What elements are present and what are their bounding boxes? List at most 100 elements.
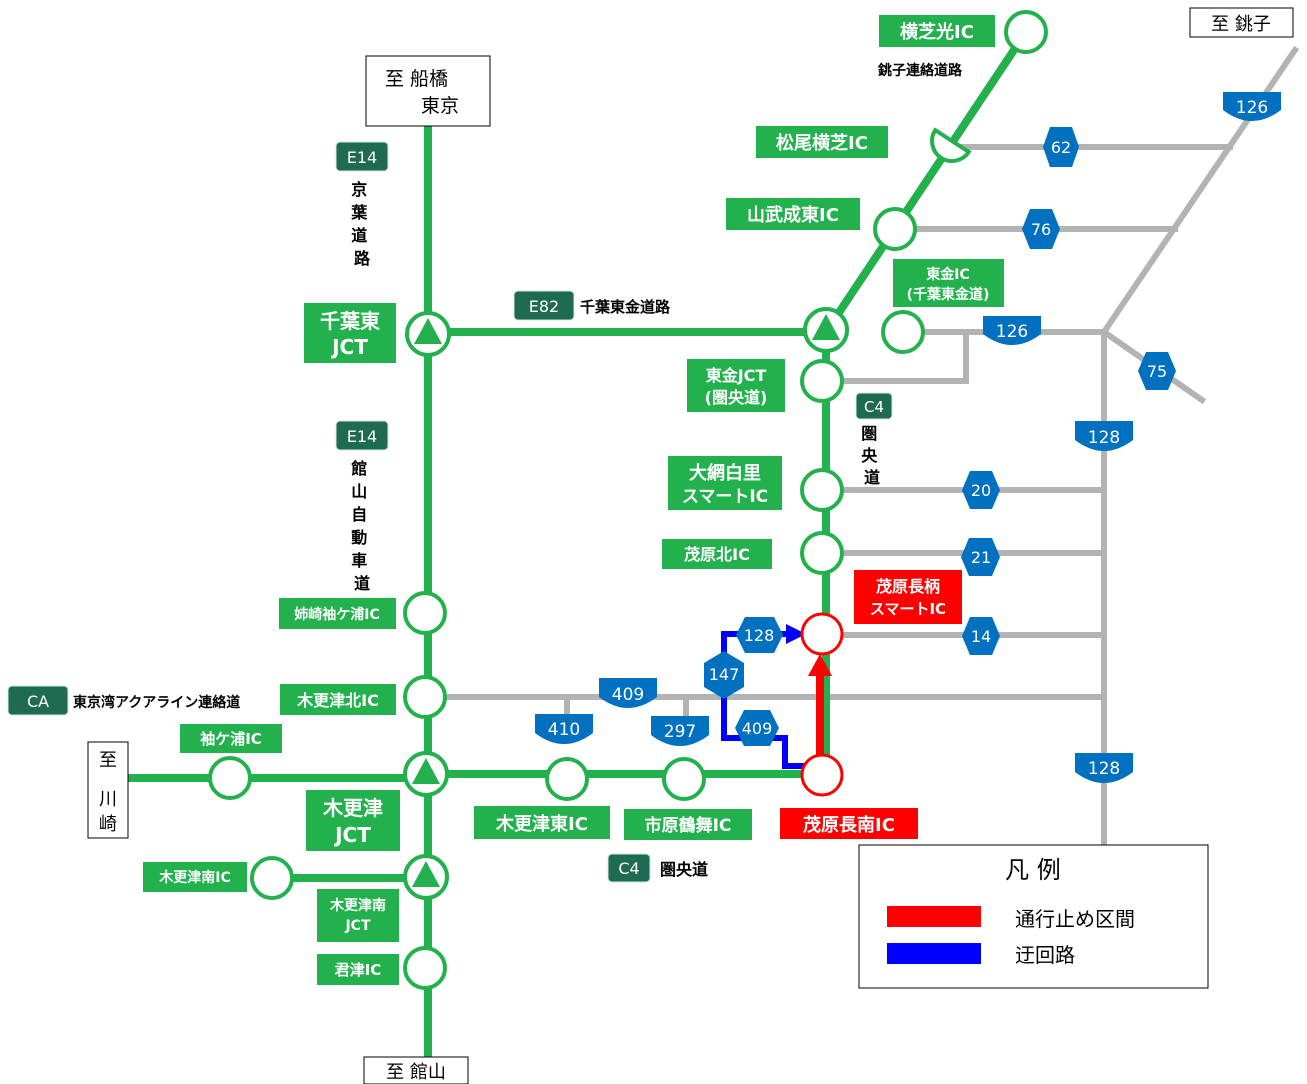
route-hex-62: 62 [1043,127,1079,167]
node-mobara-minami[interactable] [800,753,844,797]
svg-text:東金JCT: 東金JCT [706,366,767,385]
jct-kisarazu[interactable] [403,751,449,797]
jct-triangle-icon [412,758,440,784]
route-hex-147: 147 [704,651,744,699]
legend: 凡 例 通行止め区間 迂回路 [858,844,1209,989]
road-name-ken-o-right: 圏 央 道 [861,424,883,487]
ic-label-sanbu-naruto[interactable]: 山武成東IC [726,198,860,230]
node-togane-ic[interactable] [881,310,925,354]
ic-label-kisarazu-higashi[interactable]: 木更津東IC [474,806,610,839]
route-shield-128-upper: 128 [1075,421,1133,451]
svg-text:君津IC: 君津IC [335,961,382,979]
svg-text:至 館山: 至 館山 [386,1062,446,1083]
node-yokoshibahikari[interactable] [1004,10,1048,54]
node-sanbu-naruto[interactable] [873,207,917,251]
svg-text:崎: 崎 [99,814,117,835]
svg-text:14: 14 [971,627,991,646]
jct-kisarazu-minami[interactable] [403,854,449,900]
svg-text:大網白里: 大網白里 [689,462,761,484]
ic-label-matsuo-yokoshiba[interactable]: 松尾横芝IC [756,126,888,158]
legend-title: 凡 例 [1005,856,1061,884]
ic-label-mobara-minami[interactable]: 茂原長南IC [780,808,918,839]
svg-text:木更津北IC: 木更津北IC [296,691,379,710]
destination-tateyama: 至 館山 [363,1056,469,1084]
node-kisarazu-kita[interactable] [403,675,447,719]
node-kisarazu-higashi[interactable] [545,757,589,801]
node-sodegaura[interactable] [208,756,252,800]
svg-text:JCT: JCT [344,918,370,934]
ic-label-oamishirasato[interactable]: 大網白里 スマートIC [668,456,782,510]
node-mobara-kita[interactable] [800,531,844,575]
route-hex-21: 21 [961,538,1000,576]
road-name-keiyo: 京 葉 道 路 [350,180,373,268]
jct-triangle-icon [414,318,442,344]
node-kimitsu[interactable] [403,946,447,990]
road-name-labels: 京 葉 道 路 館 山 自 動 車 道 千葉東金道路 銚子連絡道路 圏 央 道 … [73,62,963,879]
ic-label-ichihara-tsurumai[interactable]: 市原鶴舞IC [624,809,752,840]
ic-label-mobara-nagara[interactable]: 茂原長柄 スマートIC [854,570,962,624]
road-name-ken-o-bottom: 圏央道 [660,860,708,879]
destination-choshi: 至 銚子 [1189,7,1294,38]
ic-label-yokoshibahikari[interactable]: 横芝光IC [879,15,995,47]
route-hex-128-detour: 128 [736,617,783,653]
node-matsuo-yokoshiba[interactable] [924,127,972,169]
svg-text:茂原長柄: 茂原長柄 [876,577,940,596]
svg-text:至 銚子: 至 銚子 [1211,14,1271,35]
interchange-nodes [208,10,1048,990]
legend-detour-swatch [887,943,981,964]
svg-text:E14: E14 [347,427,377,446]
ic-label-chiba-higashi-jct[interactable]: 千葉東 JCT [304,303,396,363]
badge-e14-bottom: E14 [335,420,389,451]
road-name-aqualine: 東京湾アクアライン連絡道 [73,694,240,711]
jct-chiba-higashi[interactable] [405,311,451,357]
node-oamishirasato[interactable] [800,468,844,512]
choshi-link-road [822,29,1030,335]
svg-text:至: 至 [99,750,117,771]
ic-label-sodegaura[interactable]: 袖ケ浦IC [180,724,282,753]
svg-text:75: 75 [1147,362,1167,381]
svg-text:木更津: 木更津 [322,796,383,820]
ic-label-anesaki-sodegaura[interactable]: 姉崎袖ケ浦IC [279,598,396,629]
svg-text:木更津南: 木更津南 [329,897,386,914]
svg-text:410: 410 [548,720,580,740]
node-kisarazu-minami[interactable] [250,856,294,900]
svg-text:東金IC: 東金IC [926,266,969,283]
badge-c4-bottom: C4 [607,853,651,883]
svg-text:C4: C4 [864,398,884,416]
svg-text:松尾横芝IC: 松尾横芝IC [776,132,868,154]
node-mobara-nagara[interactable] [800,612,844,656]
ic-label-kimitsu[interactable]: 君津IC [317,954,399,985]
svg-text:横芝光IC: 横芝光IC [900,21,974,43]
svg-text:川: 川 [99,789,117,810]
ic-label-kisarazu-minami-jct[interactable]: 木更津南 JCT [317,889,399,942]
route-shield-128-lower: 128 [1075,753,1133,783]
svg-text:409: 409 [612,685,644,705]
route-shield-409-gray: 409 [599,678,657,708]
ic-label-kisarazu-jct[interactable]: 木更津 JCT [306,790,400,851]
route-hex-14: 14 [962,617,1000,655]
svg-text:C4: C4 [618,859,639,878]
node-anesaki-sodegaura[interactable] [403,591,447,635]
ic-label-togane-jct[interactable]: 東金JCT (圏央道) [687,359,785,412]
jct-matsuo-togane-junction[interactable] [803,307,849,353]
legend-closure-label: 通行止め区間 [1015,907,1135,931]
ic-label-kisarazu-minami[interactable]: 木更津南IC [143,862,247,892]
svg-text:千葉東: 千葉東 [320,309,380,333]
svg-text:128: 128 [1088,759,1120,779]
node-togane-jct[interactable] [800,359,844,403]
svg-text:126: 126 [1236,98,1268,118]
ic-label-togane-ic[interactable]: 東金IC (千葉東金道) [893,259,1004,307]
node-ichihara-tsurumai[interactable] [662,757,706,801]
ic-label-kisarazu-kita[interactable]: 木更津北IC [280,684,396,715]
svg-text:62: 62 [1051,138,1071,157]
svg-text:スマートIC: スマートIC [682,487,768,507]
svg-text:128: 128 [744,626,775,645]
ic-label-mobara-kita[interactable]: 茂原北IC [662,539,772,569]
svg-text:JCT: JCT [330,335,368,359]
svg-text:姉崎袖ケ浦IC: 姉崎袖ケ浦IC [294,606,379,623]
badge-e14-top: E14 [335,141,389,172]
svg-text:JCT: JCT [333,823,371,847]
route-hex-20: 20 [962,471,1000,509]
svg-text:128: 128 [1088,428,1120,448]
svg-text:20: 20 [971,481,991,500]
